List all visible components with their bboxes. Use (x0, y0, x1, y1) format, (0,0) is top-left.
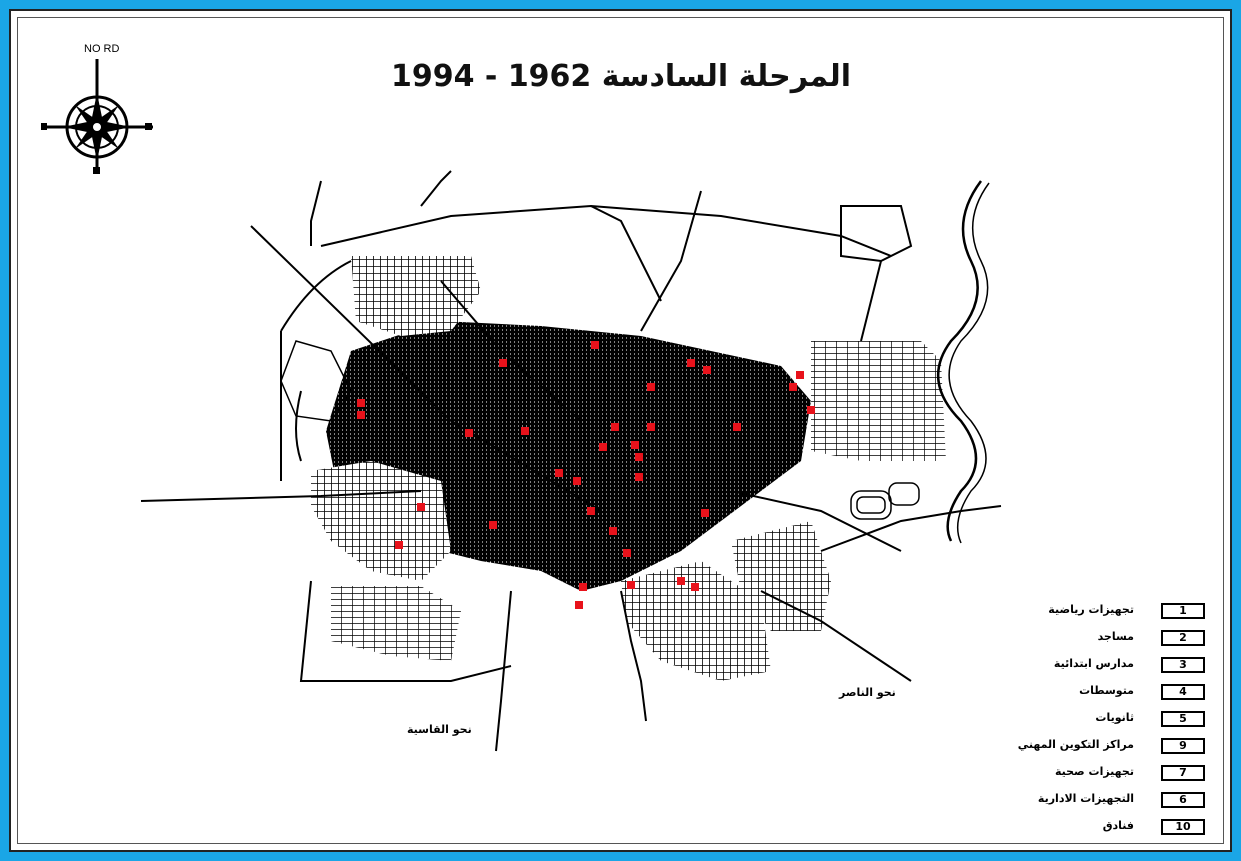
legend-code: 3 (1161, 657, 1205, 673)
facility-markers (357, 341, 815, 609)
legend-code: 9 (1161, 738, 1205, 754)
district-southwest (331, 586, 461, 661)
legend-label: مساجد (1097, 630, 1134, 643)
legend-item: ثانويات 5 (1011, 711, 1216, 731)
legend-code: 5 (1161, 711, 1205, 727)
housing-loops-east (850, 482, 920, 520)
river (936, 180, 983, 542)
legend-code: 10 (1161, 819, 1205, 835)
urban-core (326, 321, 811, 591)
legend-item: مراكز التكوين المهني 9 (1011, 738, 1216, 758)
north-arrow: NO RD (41, 43, 181, 183)
place-label-bottom-right: نحو الناصر (839, 686, 896, 699)
legend-code: 2 (1161, 630, 1205, 646)
legend-label: مراكز التكوين المهني (1017, 738, 1134, 751)
legend-label: فنادق (1102, 819, 1134, 832)
legend-item: التجهيزات الادارية 6 (1011, 792, 1216, 812)
map-inner-border (17, 17, 1224, 844)
district-south (621, 561, 771, 681)
city-map (140, 170, 1002, 752)
legend-label: تجهيزات رياضية (1048, 603, 1134, 616)
legend-item: فنادق 10 (1011, 819, 1216, 839)
road-network (140, 170, 1002, 752)
district-northwest (351, 256, 481, 336)
legend-label: تجهيزات صحية (1054, 765, 1134, 778)
district-west (311, 461, 451, 581)
legend-code: 7 (1161, 765, 1205, 781)
map-frame: NO RD المرحلة السادسة 1962 - 1994 (9, 9, 1232, 852)
map-legend: تجهيزات رياضية 1 مساجد 2 مدارس ابتدائية … (1011, 603, 1216, 848)
compass-rose-icon (41, 59, 153, 174)
legend-code: 6 (1161, 792, 1205, 808)
legend-item: مدارس ابتدائية 3 (1011, 657, 1216, 677)
legend-label: متوسطات (1079, 684, 1134, 697)
legend-code: 1 (1161, 603, 1205, 619)
legend-code: 4 (1161, 684, 1205, 700)
compound-northeast (840, 205, 913, 263)
district-southeast (731, 521, 831, 631)
legend-item: متوسطات 4 (1011, 684, 1216, 704)
north-label: NO RD (84, 43, 120, 55)
legend-label: ثانويات (1095, 711, 1134, 724)
legend-label: التجهيزات الادارية (1037, 792, 1134, 805)
map-title: المرحلة السادسة 1962 - 1994 (390, 59, 852, 94)
place-label-bottom-center: نحو القاسية (407, 723, 472, 736)
legend-label: مدارس ابتدائية (1053, 657, 1134, 670)
district-east (811, 341, 946, 461)
ring-road-west (280, 340, 352, 422)
legend-item: تجهيزات رياضية 1 (1011, 603, 1216, 623)
legend-item: مساجد 2 (1011, 630, 1216, 650)
legend-item: تجهيزات صحية 7 (1011, 765, 1216, 785)
